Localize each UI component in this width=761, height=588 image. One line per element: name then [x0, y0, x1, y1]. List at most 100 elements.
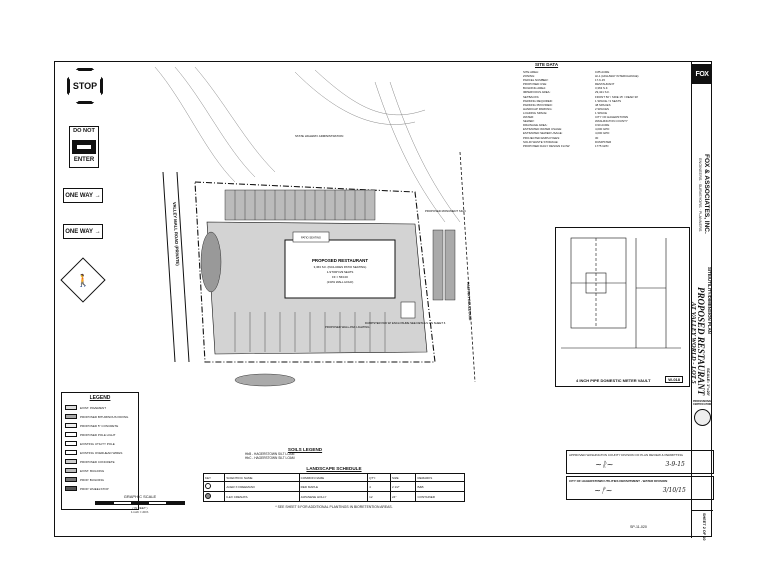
ls-cell	[202, 481, 226, 492]
site-data-value: 17-6-15	[595, 78, 605, 83]
site-data-value: 0.90 ACRE	[595, 123, 610, 128]
site-data-row: SOLID WASTE STORAGE:DUMPSTER	[523, 140, 703, 144]
patio-label: PATIO SEATING	[301, 236, 321, 240]
site-data-key: IMPERVIOUS AREA:	[523, 90, 551, 95]
site-data-key: PARKING PROVIDED:	[523, 102, 553, 107]
ls-cell: 4	[367, 481, 391, 492]
legend-item-label: PROPOSED BITUMINOUS PAVING	[80, 414, 129, 419]
legend-item-label: EXISTING OVERHEAD WIRES	[80, 450, 123, 455]
table-row: ACER X FREEMANII RED MAPLE 4 2 1/2" B&B	[202, 481, 465, 492]
legend-item-label: PROPOSED POLE LIGHT	[80, 432, 116, 437]
building-stories: 1-STORY/29 SEATS	[327, 270, 354, 274]
site-data-key: BUILDING AREA:	[523, 86, 546, 91]
do-not-enter-sign-icon: DO NOT ENTER	[69, 126, 99, 168]
site-data-title: SITE DATA	[535, 62, 559, 67]
soils-row-2: HbC - HAGERSTOWN SILT LOAM	[245, 456, 295, 461]
building-title: PROPOSED RESTAURANT	[312, 258, 368, 263]
graphic-scale: GRAPHIC SCALE ( IN FEET ) 1 inch = 20 ft…	[95, 494, 185, 514]
legend-item-label: PROP. BUILDING	[80, 477, 104, 482]
cert-label: PROFESSIONAL CERTIFICATION	[693, 400, 712, 406]
legend-box: LEGEND EXIST. PAVEMENT PROPOSED BITUMINOU…	[61, 392, 139, 510]
meter-vault-drawing	[561, 237, 681, 349]
site-data-value: WASHINGTON COUNTY	[595, 119, 628, 124]
legend-item-label: EXIST. PAVEMENT	[80, 405, 107, 410]
meter-vault-detail: 4 INCH PIPE DOMESTIC METER VAULT W-018	[555, 227, 690, 387]
legend-swatch-icon	[65, 468, 77, 473]
site-plan-drawing: PROPOSED RESTAURANT 3,363 S.F. (INCLUDES…	[154, 66, 476, 387]
site-data-value: 1 SPACE	[595, 110, 607, 115]
legend-item: EXIST. BUILDING	[62, 466, 138, 475]
site-data-row: ZONING:HI-1 (HIGHWAY INTERCHANGE)	[523, 74, 703, 78]
legend-item: EXISTING UTILITY POLE	[62, 439, 138, 448]
graphic-scale-title: GRAPHIC SCALE	[123, 494, 157, 499]
legend-swatch-icon	[65, 459, 77, 464]
site-data-row: LOADING SPACE:1 SPACE	[523, 111, 703, 115]
seal-icon	[694, 409, 711, 426]
site-data-row: PROPOSED DAILY DESIGN FLOW:1775 GPD	[523, 144, 703, 148]
building-area: 3,363 S.F. (INCLUDES PATIO SEATING)	[314, 265, 367, 269]
site-data-key: PARCEL NUMBER:	[523, 78, 549, 83]
legend-item: PROPOSED POLE LIGHT	[62, 430, 138, 439]
site-data-row: PARCEL NUMBER: 17-6-15	[523, 78, 703, 82]
site-data-row: ESTIMATED SEWER USAGE:4,000 GPD	[523, 131, 703, 135]
site-data-row: HANDICAP PARKING:2 SPACES	[523, 107, 703, 111]
site-data-row: SEWER:WASHINGTON COUNTY	[523, 119, 703, 123]
ls-cell	[202, 491, 226, 502]
site-data-value: 1775 GPD	[595, 143, 609, 148]
site-data-key: SETBACKS:	[523, 94, 540, 99]
graphic-scale-units: ( IN FEET )	[132, 506, 148, 510]
ls-cell: JAPANESE HOLLY	[298, 491, 369, 502]
ls-header-scientific: SCIENTIFIC NAME	[224, 473, 300, 482]
ls-cell: B&B	[415, 481, 465, 492]
site-data-key: PROJECTED EMPLOYEES:	[523, 135, 560, 140]
halfway-boulevard-label: HALFWAY BOULEVARD	[466, 282, 472, 321]
site-data-value: 2 SPACES	[595, 106, 609, 111]
site-data-key: ESTIMATED SEWER USAGE:	[523, 131, 563, 136]
stop-sign-text: STOP	[72, 81, 98, 91]
legend-swatch-icon	[65, 486, 77, 491]
site-data-key: ZONING:	[523, 74, 536, 79]
site-data-row: BUILDING AREA: 3,363 S.F.	[523, 86, 703, 90]
legend-item: PROPOSED 5" CONCRETE	[62, 421, 138, 430]
legend-swatch-icon	[65, 405, 77, 410]
state-highway-label: STATE HIGHWAY ADMINISTRATION	[295, 134, 343, 138]
ls-cell: 2 1/2"	[389, 481, 417, 492]
legend-swatch-icon	[65, 477, 77, 482]
one-way-sign-2: ONE WAY →	[63, 224, 103, 239]
site-data-row: ESTIMATED WATER USAGE:4,000 GPD	[523, 127, 703, 131]
site-data-value: 48 SPACES	[595, 102, 611, 107]
site-data-key: DRAINAGE AREA:	[523, 123, 548, 128]
do-not-enter-bottom-text: ENTER	[73, 157, 95, 163]
site-data-value: 3,363 S.F.	[595, 86, 609, 91]
soils-legend-title: SOILS LEGEND	[287, 447, 323, 452]
ls-cell: RED MAPLE	[298, 481, 369, 492]
table-row: ILEX CRENATA JAPANESE HOLLY 12 24" CONTA…	[202, 491, 465, 502]
pedestrian-crossing-sign-icon: 🚶	[60, 257, 106, 303]
legend-item-label: EXISTING UTILITY POLE	[80, 441, 115, 446]
legend-swatch-icon	[65, 414, 77, 419]
signature-1: ~ᚱ~	[595, 460, 614, 469]
approval-date-1: 3-9-15	[665, 461, 685, 468]
legend-item: EXIST. PAVEMENT	[62, 403, 138, 412]
site-data-key: WATER:	[523, 115, 534, 120]
sheet-number: SHEET 2 OF 10	[691, 510, 713, 540]
legend-item-label: EXIST. BUILDING	[80, 468, 105, 473]
landscape-schedule-title: LANDSCAPE SCHEDULE	[306, 466, 362, 471]
dumpster-note: DUMPSTER PAD W/ ENCLOSURE SEE DETAILS ON…	[365, 321, 446, 325]
tree-symbol-icon	[205, 483, 211, 489]
legend-rows: EXIST. PAVEMENT PROPOSED BITUMINOUS PAVIN…	[62, 403, 138, 493]
site-data-row: IMPERVIOUS AREA:29,421 S.F.	[523, 90, 703, 94]
file-number: SP-11-020	[630, 525, 647, 529]
signature-2: ~ᚠ~	[594, 486, 613, 495]
legend-title: LEGEND	[89, 395, 111, 401]
approval-date-2: 3/10/15	[662, 487, 686, 494]
utility-approval-box: CITY OF HAGERSTOWN UTILITIES DEPARTMENT …	[566, 476, 714, 500]
legend-item-label: PROPOSED 5" CONCRETE	[80, 423, 119, 428]
meter-vault-title: 4 INCH PIPE DOMESTIC METER VAULT	[576, 378, 651, 383]
site-data-value: 30	[595, 135, 599, 140]
company-sub: ENGINEERS · SURVEYORS · PLANNERS	[698, 158, 702, 232]
ls-cell: 12	[367, 491, 391, 502]
project-location: AT VALLEY WORLD - LOT 5	[690, 302, 697, 384]
